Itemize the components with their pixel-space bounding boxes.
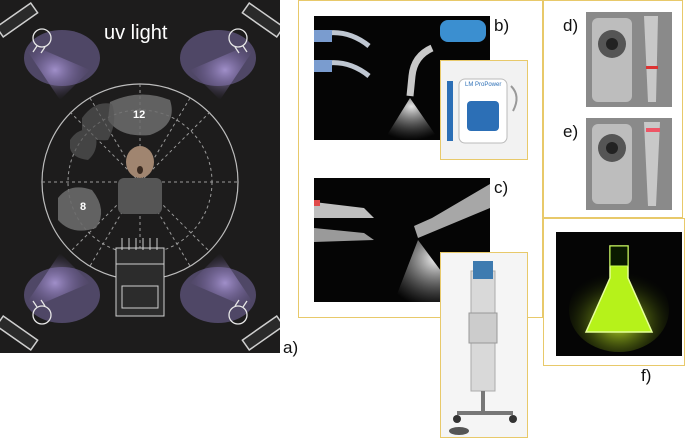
label-e: e) — [563, 122, 579, 141]
label-d: d) — [563, 16, 579, 35]
uv-glow-bottom-right — [190, 253, 260, 313]
uv-glow-top-right — [190, 40, 260, 100]
panel-a-drawing — [0, 1, 285, 352]
uv-glow-bottom-left — [20, 253, 90, 313]
uv-lamp-top-left — [0, 1, 39, 39]
aerosol-zone-top — [108, 94, 172, 136]
uv-lamp-bottom-right — [241, 314, 285, 352]
uv-lamp-bottom-left — [0, 314, 39, 352]
label-c: c) — [494, 178, 509, 197]
frame-bc — [298, 0, 543, 318]
zone-number-left: 8 — [80, 201, 87, 213]
aerosol-zone-left — [58, 187, 102, 231]
panel-a-dark-room: uv light 12 8 — [0, 0, 285, 353]
dental-unit — [115, 238, 165, 317]
zone-number-top: 12 — [133, 109, 146, 121]
photo-e-handpiece — [586, 118, 672, 210]
photo-d-handpiece — [586, 12, 672, 107]
patient-figure — [118, 146, 162, 214]
device-brand-text: LM ProPower — [465, 82, 502, 88]
uv-glow-top-left — [20, 40, 90, 100]
label-b: b) — [494, 16, 510, 35]
uv-lamp-top-right — [241, 1, 285, 39]
photo-f-fluorescent-flask — [556, 232, 682, 356]
photo-b-scaler-device: LM ProPower — [440, 60, 528, 160]
photo-c-trolley-unit — [440, 252, 528, 438]
bulb-icon — [32, 28, 248, 325]
uv-light-title: uv light — [104, 22, 168, 44]
label-a: a) — [283, 338, 299, 357]
label-f: f) — [641, 366, 652, 385]
frame-de — [543, 0, 683, 218]
